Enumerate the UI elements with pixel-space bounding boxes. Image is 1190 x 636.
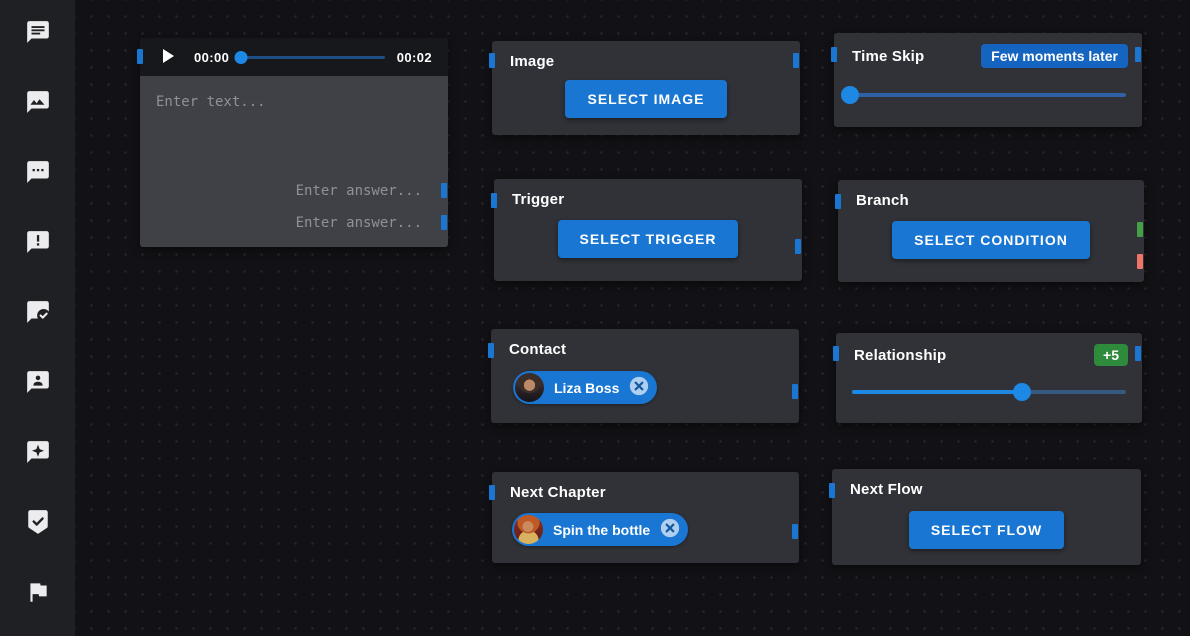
node-branch[interactable]: Branch SELECT CONDITION bbox=[835, 180, 1144, 282]
output-connector[interactable] bbox=[793, 53, 799, 68]
time-skip-value-badge[interactable]: Few moments later bbox=[981, 44, 1128, 68]
relationship-slider[interactable] bbox=[852, 383, 1126, 401]
input-connector[interactable] bbox=[835, 194, 841, 209]
chat-alert-icon bbox=[25, 229, 51, 258]
input-connector[interactable] bbox=[491, 193, 497, 208]
input-connector[interactable] bbox=[137, 49, 143, 64]
audio-player: 00:00 00:02 bbox=[137, 38, 448, 76]
node-title: Branch bbox=[856, 192, 909, 209]
sidebar-item-chat-text[interactable] bbox=[18, 13, 58, 53]
sidebar-item-chat-sparkle[interactable] bbox=[18, 433, 58, 473]
close-icon bbox=[628, 375, 650, 400]
next-chapter-chip[interactable]: Spin the bottle bbox=[512, 513, 689, 546]
node-image[interactable]: Image SELECT IMAGE bbox=[489, 41, 800, 135]
close-icon bbox=[659, 517, 681, 542]
answer-input-2[interactable] bbox=[228, 215, 448, 231]
node-title: Image bbox=[510, 53, 555, 70]
node-trigger[interactable]: Trigger SELECT TRIGGER bbox=[491, 179, 802, 281]
node-next-flow[interactable]: Next Flow SELECT FLOW bbox=[829, 469, 1141, 565]
answer-row bbox=[140, 177, 448, 205]
true-output-connector[interactable] bbox=[1137, 222, 1143, 237]
input-connector[interactable] bbox=[489, 485, 495, 500]
time-skip-slider[interactable] bbox=[841, 86, 1126, 104]
slider-thumb[interactable] bbox=[234, 51, 248, 64]
chat-sparkle-icon bbox=[25, 439, 51, 468]
false-output-connector[interactable] bbox=[1137, 254, 1143, 269]
contact-chip[interactable]: Liza Boss bbox=[513, 371, 658, 404]
remove-chapter-button[interactable] bbox=[658, 518, 682, 542]
node-title: Time Skip bbox=[852, 47, 925, 65]
node-title: Next Chapter bbox=[510, 484, 606, 501]
node-contact[interactable]: Contact Liza Boss bbox=[488, 329, 799, 423]
relationship-value-badge: +5 bbox=[1094, 344, 1128, 366]
play-button[interactable] bbox=[154, 44, 180, 70]
audio-total-time: 00:02 bbox=[396, 49, 432, 65]
chat-dots-icon bbox=[25, 159, 51, 188]
select-flow-button[interactable]: SELECT FLOW bbox=[908, 511, 1065, 549]
audio-progress-slider[interactable] bbox=[234, 50, 385, 64]
message-body bbox=[140, 76, 448, 247]
slider-fill bbox=[852, 390, 1022, 394]
node-palette-sidebar bbox=[0, 0, 75, 636]
flag-icon bbox=[25, 579, 51, 608]
sidebar-item-chat-dots[interactable] bbox=[18, 153, 58, 193]
contact-avatar bbox=[515, 373, 544, 402]
answer-input-1[interactable] bbox=[228, 183, 448, 199]
slider-rail bbox=[241, 56, 385, 59]
node-title: Contact bbox=[509, 341, 567, 358]
sidebar-item-flag[interactable] bbox=[18, 573, 58, 613]
input-connector[interactable] bbox=[829, 483, 835, 498]
slider-thumb[interactable] bbox=[841, 86, 859, 104]
select-condition-button[interactable]: SELECT CONDITION bbox=[892, 221, 1090, 259]
sidebar-item-chat-check[interactable] bbox=[18, 293, 58, 333]
input-connector[interactable] bbox=[489, 53, 495, 68]
node-next-chapter[interactable]: Next Chapter Spin the bottle bbox=[489, 472, 799, 563]
node-time-skip[interactable]: Time Skip Few moments later bbox=[831, 33, 1142, 127]
input-connector[interactable] bbox=[488, 343, 494, 358]
sidebar-item-chat-alert[interactable] bbox=[18, 223, 58, 263]
node-title: Relationship bbox=[854, 346, 947, 364]
sidebar-item-chat-person[interactable] bbox=[18, 363, 58, 403]
answer-output-connector-2[interactable] bbox=[441, 215, 447, 230]
output-connector[interactable] bbox=[792, 524, 798, 539]
slider-rail bbox=[850, 93, 1126, 97]
slider-thumb[interactable] bbox=[1012, 383, 1031, 401]
sidebar-item-chat-image[interactable] bbox=[18, 83, 58, 123]
node-message[interactable]: 00:00 00:02 bbox=[137, 38, 448, 247]
answer-output-connector-1[interactable] bbox=[441, 183, 447, 198]
node-title: Next Flow bbox=[850, 481, 923, 498]
sidebar-item-shield-check[interactable] bbox=[18, 503, 58, 543]
output-connector[interactable] bbox=[1135, 47, 1141, 62]
node-relationship[interactable]: Relationship +5 bbox=[833, 333, 1142, 423]
chapter-avatar bbox=[514, 515, 543, 544]
node-title: Trigger bbox=[512, 191, 565, 208]
input-connector[interactable] bbox=[831, 47, 837, 62]
chat-check-icon bbox=[25, 299, 51, 328]
output-connector[interactable] bbox=[1135, 346, 1141, 361]
shield-check-icon bbox=[25, 509, 51, 538]
select-trigger-button[interactable]: SELECT TRIGGER bbox=[557, 220, 739, 258]
chat-text-icon bbox=[25, 19, 51, 48]
select-image-button[interactable]: SELECT IMAGE bbox=[565, 80, 727, 118]
play-icon bbox=[155, 44, 179, 71]
message-text-input[interactable] bbox=[140, 86, 448, 173]
next-chapter-chip-label: Spin the bottle bbox=[553, 521, 651, 538]
contact-chip-label: Liza Boss bbox=[554, 379, 620, 396]
chat-image-icon bbox=[25, 89, 51, 118]
output-connector[interactable] bbox=[795, 239, 801, 254]
audio-current-time: 00:00 bbox=[194, 49, 230, 65]
chat-person-icon bbox=[25, 369, 51, 398]
input-connector[interactable] bbox=[833, 346, 839, 361]
output-connector[interactable] bbox=[792, 384, 798, 399]
answer-row bbox=[140, 209, 448, 237]
remove-contact-button[interactable] bbox=[627, 376, 651, 400]
